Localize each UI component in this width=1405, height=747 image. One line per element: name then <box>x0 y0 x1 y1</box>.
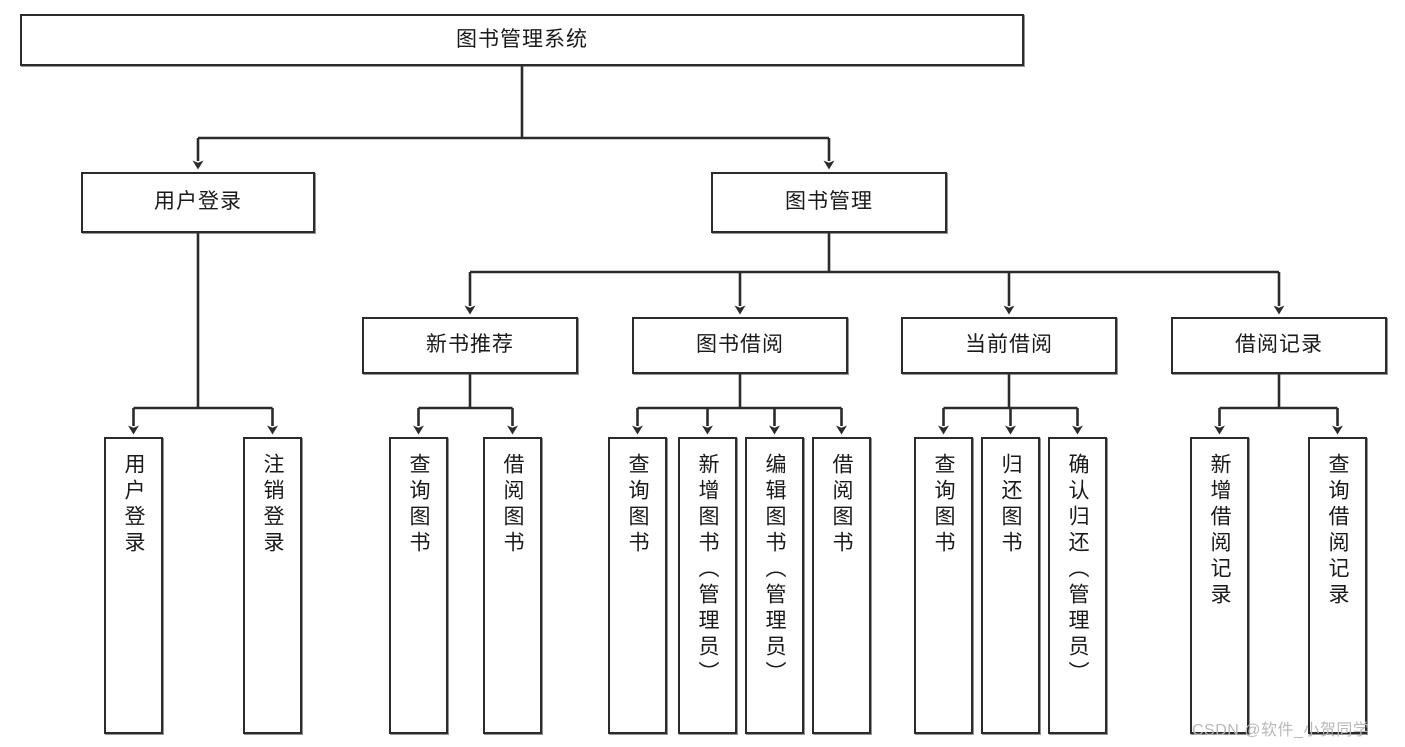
node-label: 借阅图书 <box>501 453 524 557</box>
node-leaf11[interactable]: 确认归还（管理员） <box>1048 437 1107 734</box>
node-newbook[interactable]: 新书推荐 <box>362 317 578 374</box>
node-borrow[interactable]: 图书借阅 <box>632 317 848 374</box>
node-label: 新增图书（管理员） <box>696 453 719 687</box>
node-label: 当前借阅 <box>965 333 1053 357</box>
node-label: 查询图书 <box>626 453 649 557</box>
node-label: 借阅图书 <box>830 453 853 557</box>
node-bookmgmt[interactable]: 图书管理 <box>711 172 947 233</box>
node-label: 确认归还（管理员） <box>1066 453 1089 687</box>
node-label: 查询图书 <box>407 453 430 557</box>
node-records[interactable]: 借阅记录 <box>1171 317 1387 374</box>
node-label: 新增借阅记录 <box>1208 453 1231 609</box>
node-leaf5[interactable]: 查询图书 <box>608 437 667 734</box>
node-label: 注销登录 <box>261 453 284 557</box>
node-label: 图书管理 <box>785 190 873 214</box>
node-leaf8[interactable]: 借阅图书 <box>812 437 871 734</box>
node-label: 图书管理系统 <box>456 27 588 51</box>
node-leaf7[interactable]: 编辑图书（管理员） <box>745 437 804 734</box>
node-label: 查询借阅记录 <box>1326 453 1349 609</box>
node-label: 归还图书 <box>999 453 1022 557</box>
node-leaf3[interactable]: 查询图书 <box>389 437 448 734</box>
node-label: 查询图书 <box>932 453 955 557</box>
node-leaf13[interactable]: 查询借阅记录 <box>1308 437 1367 734</box>
node-leaf4[interactable]: 借阅图书 <box>483 437 542 734</box>
node-root[interactable]: 图书管理系统 <box>20 14 1024 66</box>
node-leaf2[interactable]: 注销登录 <box>243 437 302 734</box>
node-leaf9[interactable]: 查询图书 <box>914 437 973 734</box>
node-label: 图书借阅 <box>696 333 784 357</box>
node-label: 用户登录 <box>154 190 242 214</box>
node-leaf10[interactable]: 归还图书 <box>981 437 1040 734</box>
node-label: 借阅记录 <box>1235 333 1323 357</box>
node-label: 编辑图书（管理员） <box>763 453 786 687</box>
node-label: 新书推荐 <box>426 333 514 357</box>
node-leaf1[interactable]: 用户登录 <box>104 437 163 734</box>
node-label: 用户登录 <box>122 453 145 557</box>
node-current[interactable]: 当前借阅 <box>901 317 1117 374</box>
node-login[interactable]: 用户登录 <box>81 172 315 233</box>
node-leaf12[interactable]: 新增借阅记录 <box>1190 437 1249 734</box>
node-leaf6[interactable]: 新增图书（管理员） <box>678 437 737 734</box>
